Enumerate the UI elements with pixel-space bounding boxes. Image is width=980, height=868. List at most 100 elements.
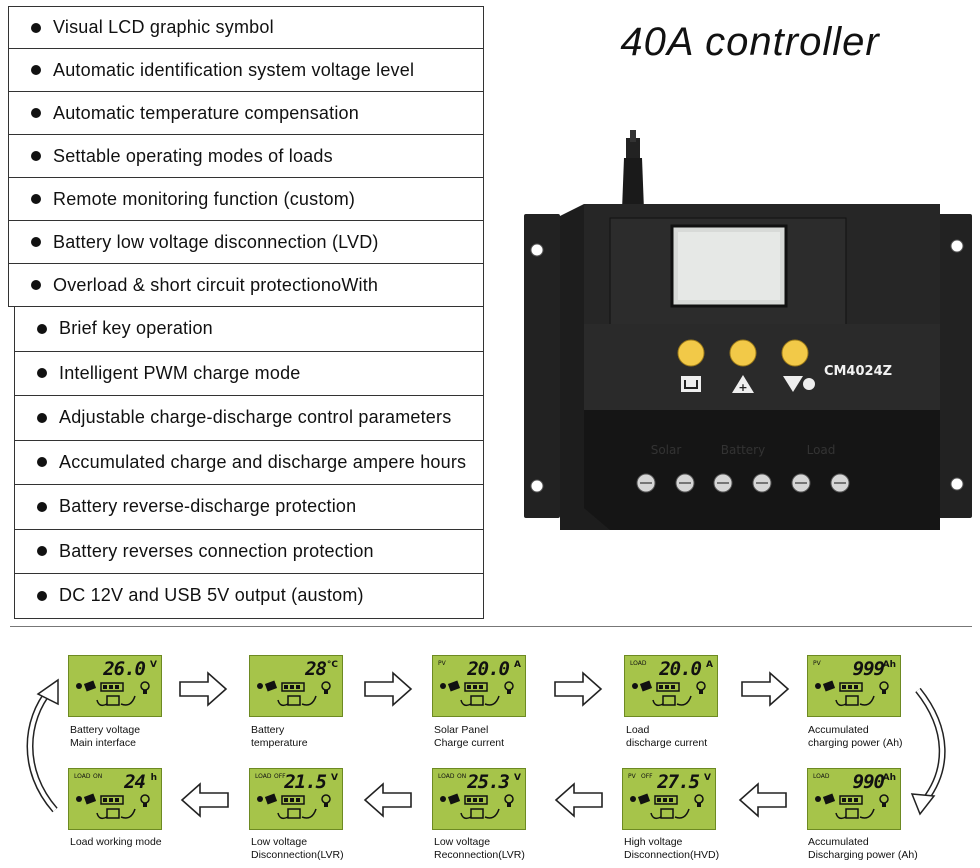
bullet-icon: [31, 237, 41, 247]
lcd-unit: °C: [326, 660, 338, 670]
left-flange: [524, 214, 560, 518]
lcd-symbols-icon: [632, 680, 706, 707]
feature-text: Remote monitoring function (custom): [53, 188, 356, 209]
feature-text: Intelligent PWM charge mode: [59, 362, 301, 383]
lcd-value: 20.0: [467, 658, 510, 680]
lcd-tag-state: ON: [457, 773, 467, 780]
feature-text: Automatic identification system voltage …: [53, 59, 415, 80]
lcd-tag-state: OFF: [274, 773, 286, 780]
arrow-left-icon: [738, 781, 790, 826]
feature-item: Settable operating modes of loads: [8, 135, 484, 178]
lcd-unit: V: [150, 660, 157, 670]
terminal-cover: [584, 410, 940, 530]
page-title: 40A controller: [620, 20, 880, 64]
feature-text: Battery reverses connection protection: [59, 540, 374, 561]
lcd-tag: LOAD: [438, 773, 455, 780]
feature-text: Battery reverse-discharge protection: [59, 496, 357, 517]
lcd-symbols-icon: [440, 793, 514, 820]
terminal-label-solar: Solar: [651, 443, 682, 457]
feature-text: Overload & short circuit protectionoWith: [53, 274, 379, 295]
caption-line-1: Low voltage: [434, 836, 491, 848]
arrow-left-icon: [180, 781, 232, 826]
down-key: [781, 339, 809, 367]
section-divider: [10, 626, 972, 627]
lcd-symbols-icon: [630, 793, 704, 820]
feature-item: Visual LCD graphic symbol: [8, 6, 484, 49]
lcd-tag: PV: [628, 773, 636, 780]
feature-text: Settable operating modes of loads: [53, 145, 333, 166]
lcd-screen: 26.0 V: [68, 655, 162, 717]
feature-item: Automatic identification system voltage …: [8, 49, 484, 92]
feature-item: DC 12V and USB 5V output (austom): [14, 574, 484, 619]
caption-line-2: Reconnection(LVR): [434, 849, 525, 861]
caption-line-1: Battery voltage: [70, 724, 141, 736]
bullet-icon: [31, 108, 41, 118]
lcd-value: 27.5: [657, 771, 700, 793]
feature-text: Automatic temperature compensation: [53, 102, 359, 123]
bullet-icon: [37, 457, 47, 468]
caption-line-1: Load: [626, 724, 650, 736]
feature-item: Battery reverse-discharge protection: [14, 485, 484, 530]
bullet-icon: [37, 546, 47, 557]
lcd-tag: PV: [438, 660, 446, 667]
caption-line-2: discharge current: [626, 737, 708, 749]
caption-line-2: Charge current: [434, 737, 505, 749]
lcd-tag: LOAD: [255, 773, 272, 780]
lcd-unit: A: [706, 660, 713, 670]
controller-illustration: + CM4024Z Solar Battery Load: [524, 130, 972, 530]
caption-line-2: Main interface: [70, 737, 136, 749]
bullet-icon: [37, 501, 47, 512]
bullet-icon: [37, 590, 47, 601]
feature-item: Remote monitoring function (custom): [8, 178, 484, 221]
arrow-right-icon: [740, 670, 792, 715]
lcd-unit: V: [331, 773, 338, 783]
lcd-value: 25.3: [467, 771, 510, 793]
arrow-right-icon: [178, 670, 230, 715]
bullet-icon: [31, 194, 41, 204]
arrow-right-icon: [363, 670, 415, 715]
lcd-caption: Load working mode: [70, 836, 162, 849]
feature-item: Intelligent PWM charge mode: [14, 351, 484, 396]
bullet-icon: [31, 151, 41, 161]
lcd-value: 24: [124, 771, 146, 793]
caption-line-1: Solar Panel: [434, 724, 489, 736]
caption-line-2: Discharging power (Ah): [808, 849, 918, 861]
controller-device: + CM4024Z Solar Battery Load: [520, 128, 976, 538]
lcd-tag: LOAD: [74, 773, 91, 780]
arrow-right-icon: [553, 670, 605, 715]
cable-tip: [626, 138, 640, 158]
svg-text:+: +: [738, 381, 747, 394]
lcd-value: 26.0: [103, 658, 146, 680]
right-flange: [938, 214, 972, 518]
lcd-unit: Ah: [882, 773, 896, 783]
lcd-tag: PV: [813, 660, 821, 667]
lcd-symbols-icon: [257, 793, 331, 820]
feature-text: Brief key operation: [59, 318, 213, 339]
feature-text: Battery low voltage disconnection (LVD): [53, 231, 379, 252]
lcd-unit: Ah: [882, 660, 896, 670]
lcd-unit: h: [150, 773, 157, 783]
feature-item: Automatic temperature compensation: [8, 92, 484, 135]
bullet-icon: [37, 412, 47, 423]
up-key-icon: [732, 375, 754, 393]
bullet-icon: [37, 368, 47, 379]
bullet-icon: [31, 22, 41, 33]
lcd-tag: LOAD: [630, 660, 647, 667]
terminal-label-load: Load: [807, 443, 836, 457]
lcd-unit: V: [704, 773, 711, 783]
feature-item: Brief key operation: [14, 307, 484, 352]
down-key-icon: [783, 376, 803, 392]
bullet-icon: [37, 323, 47, 334]
caption-line-1: Accumulated: [808, 836, 869, 848]
feature-text: Adjustable charge-discharge control para…: [59, 407, 452, 428]
